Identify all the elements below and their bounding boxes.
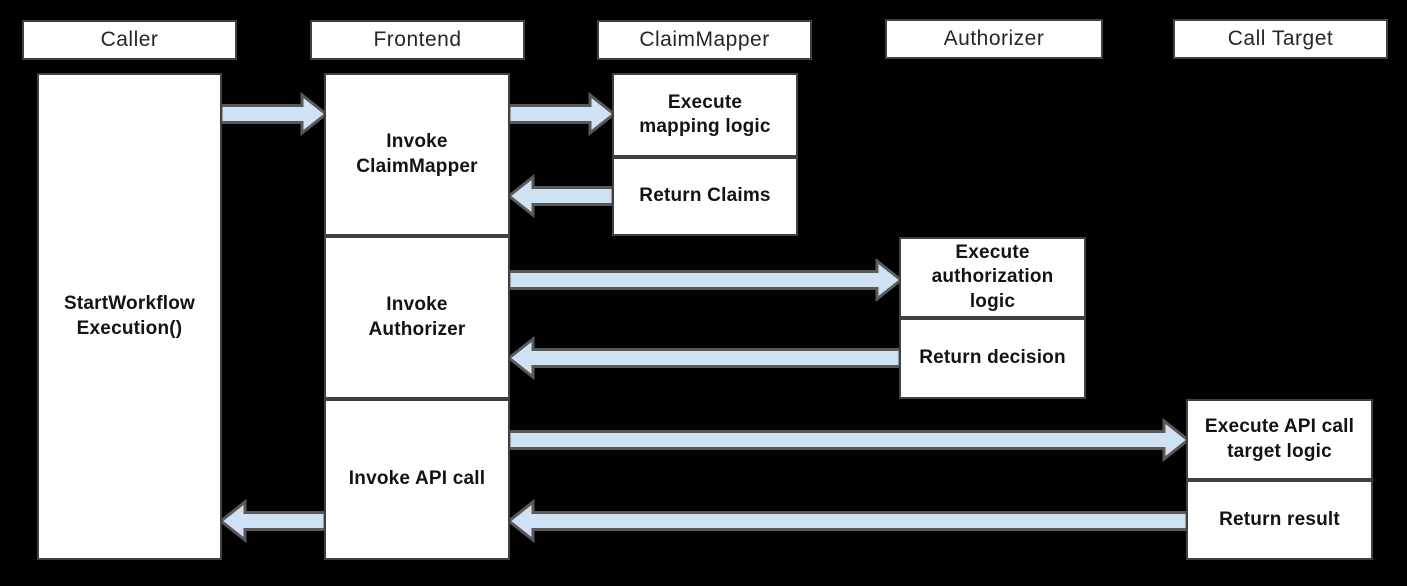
actor-label-frontend: Frontend	[373, 28, 462, 51]
arrow-startworkflow-to-invoke-claimmapper	[219, 91, 329, 137]
arrow-return-decision-to-invoke-authorizer	[506, 335, 902, 381]
task-label: Invoke ClaimMapper	[356, 131, 478, 177]
actor-header-authorizer: Authorizer	[885, 19, 1103, 59]
task-label: Invoke Authorizer	[368, 294, 466, 340]
task-box-invoke-api-call: Invoke API call	[324, 399, 510, 560]
task-label: Execute mapping logic	[639, 91, 771, 137]
actor-header-claimmapper: ClaimMapper	[597, 20, 812, 60]
task-box-return-decision: Return decision	[899, 318, 1086, 399]
task-box-execute-authorization-logic: Execute authorization logic	[899, 237, 1086, 318]
arrow-return-result-to-invoke-api-call	[506, 498, 1189, 544]
task-label: Invoke API call	[348, 468, 486, 490]
task-box-invoke-authorizer: Invoke Authorizer	[324, 236, 510, 399]
actor-header-frontend: Frontend	[310, 20, 525, 60]
task-label: Execute authorization logic	[931, 242, 1054, 312]
arrow-invoke-authorizer-to-execute-authorization-logic	[507, 257, 904, 303]
task-label: Return Claims	[639, 185, 771, 207]
task-box-return-claims: Return Claims	[612, 157, 798, 236]
actor-label-authorizer: Authorizer	[943, 27, 1045, 50]
actor-header-call-target: Call Target	[1173, 19, 1388, 59]
arrow-invoke-claimmapper-to-execute-mapping-logic	[507, 91, 617, 137]
task-box-execute-mapping-logic: Execute mapping logic	[612, 73, 798, 157]
arrow-invoke-api-call-to-execute-api-call-target-logic	[507, 417, 1191, 463]
task-box-execute-api-call-target-logic: Execute API call target logic	[1186, 399, 1373, 480]
actor-label-call-target: Call Target	[1227, 27, 1334, 50]
arrow-invoke-api-call-to-caller	[218, 498, 327, 544]
task-box-return-result: Return result	[1186, 480, 1373, 560]
actor-label-caller: Caller	[100, 28, 159, 51]
task-box-invoke-claimmapper: Invoke ClaimMapper	[324, 73, 510, 236]
arrow-return-claims-to-invoke-claimmapper	[506, 173, 615, 219]
task-label: Return result	[1219, 508, 1340, 530]
task-label: Execute API call target logic	[1204, 416, 1355, 462]
task-label: StartWorkflow Execution()	[63, 293, 196, 339]
actor-header-caller: Caller	[22, 20, 237, 60]
actor-label-claimmapper: ClaimMapper	[639, 28, 770, 51]
task-label: Return decision	[919, 347, 1066, 369]
task-box-start-workflow-execution: StartWorkflow Execution()	[37, 73, 222, 560]
